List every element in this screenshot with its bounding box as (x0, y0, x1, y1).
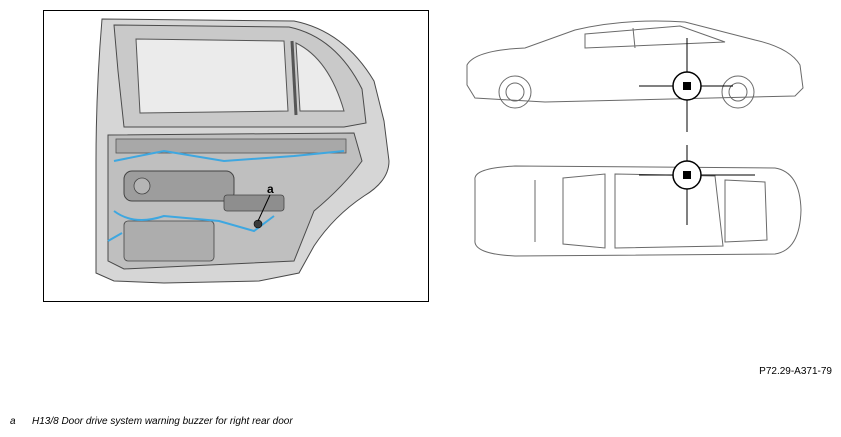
window-pillar (290, 40, 298, 116)
wiring-harness-upper (113, 149, 345, 163)
figure-reference-code: P72.29-A371-79 (759, 366, 832, 377)
quarter-glass (295, 42, 345, 112)
wiring-harness-lower (113, 210, 275, 233)
actuator-motor (133, 177, 151, 195)
vehicle-location-views (455, 10, 815, 310)
door-illustration-panel: a (43, 10, 429, 302)
callout-line (257, 194, 271, 222)
wiring-harness-connector (107, 232, 123, 242)
legend-text: H13/8 Door drive system warning buzzer f… (32, 416, 293, 427)
location-marker-side (639, 38, 733, 132)
vehicle-drawings (466, 20, 804, 257)
warning-buzzer (253, 219, 263, 229)
door-actuator (123, 170, 235, 202)
window-glass (135, 38, 289, 114)
legend-key: a (10, 416, 16, 427)
drive-unit (223, 194, 285, 212)
vehicle-top-view (474, 165, 802, 257)
rear-door-drawing: a (95, 18, 390, 284)
callout-letter: a (267, 182, 274, 196)
lock-module (123, 220, 215, 262)
figure-legend: a H13/8 Door drive system warning buzzer … (10, 416, 293, 427)
location-marker-top (639, 145, 755, 225)
window-rail (115, 138, 347, 154)
vehicle-side-view (466, 20, 804, 109)
